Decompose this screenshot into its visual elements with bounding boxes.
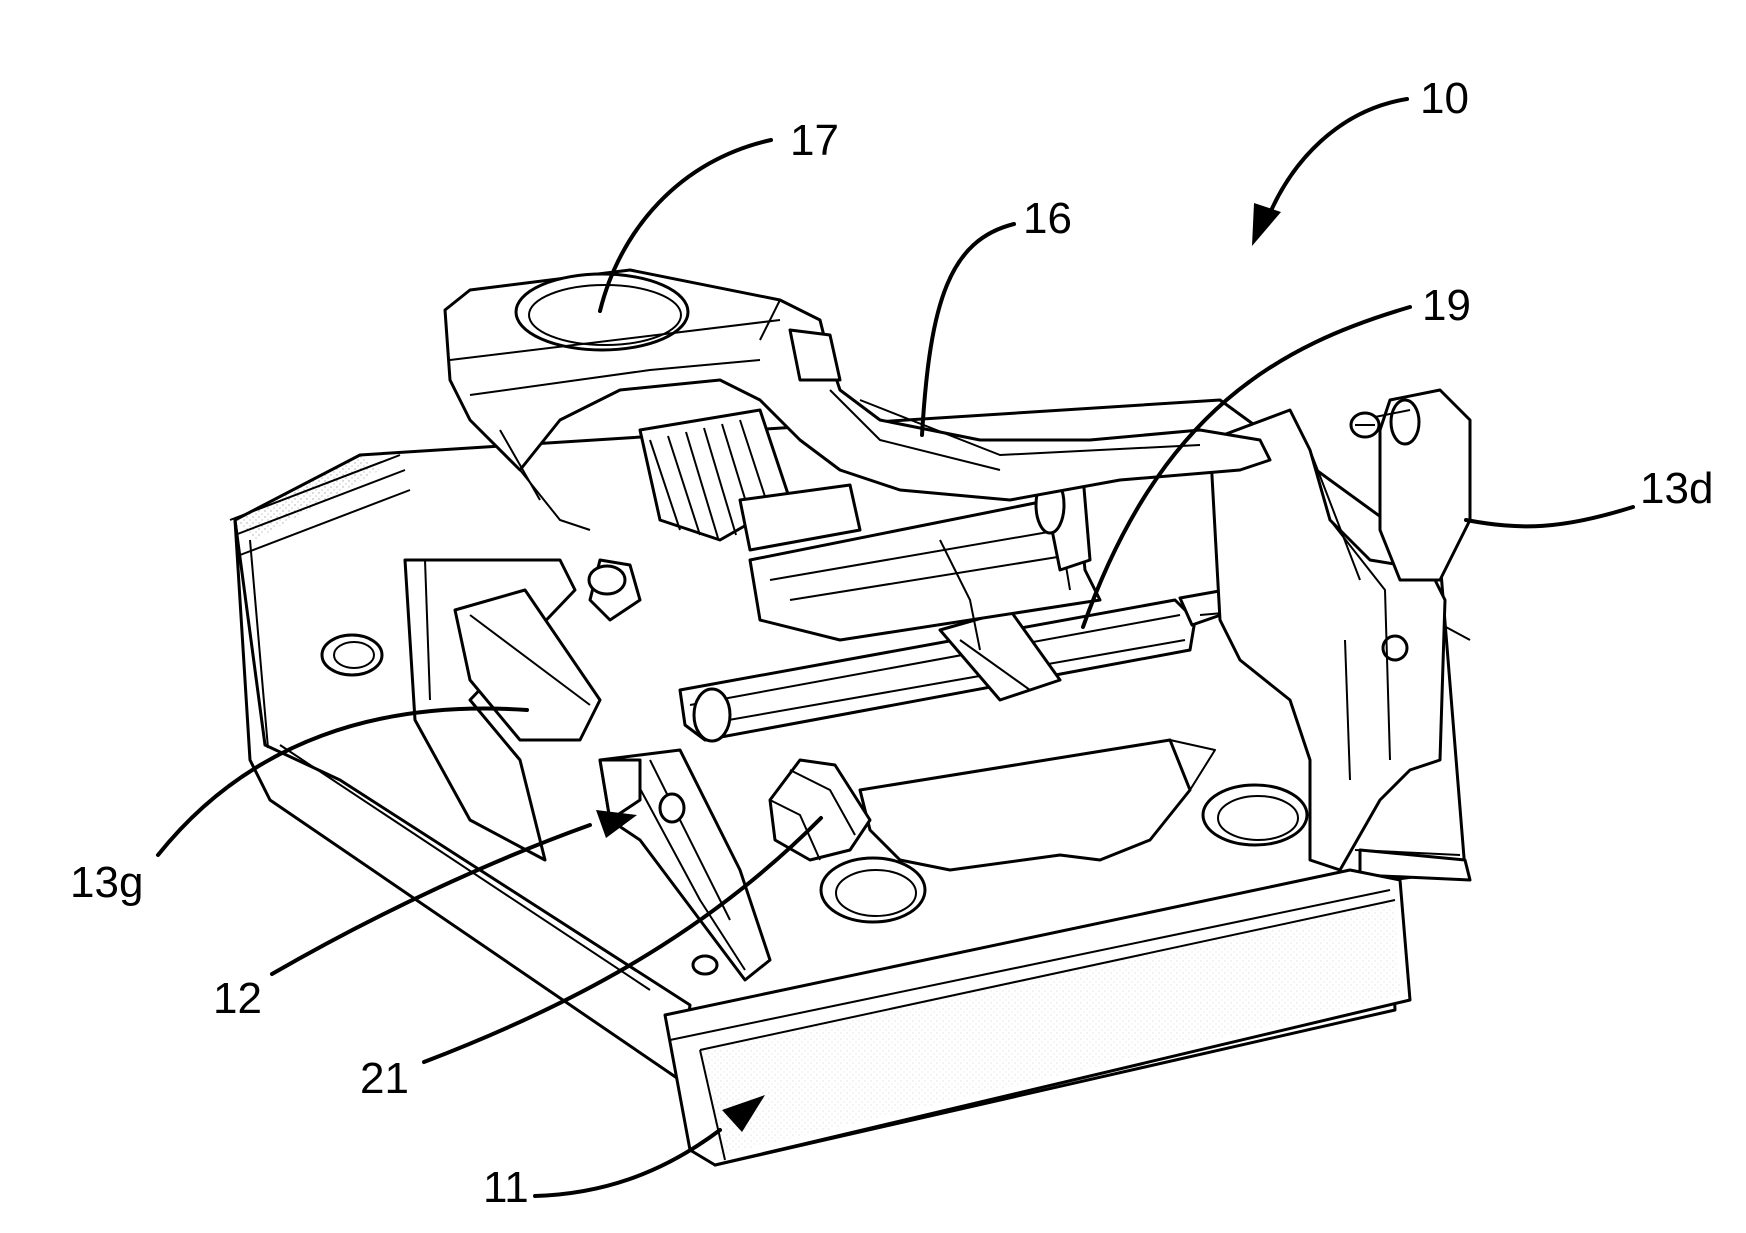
top-plate <box>443 268 1272 531</box>
leader-lines <box>156 97 1635 1198</box>
arrowhead-12 <box>596 810 637 838</box>
ref-label-13d: 13d <box>1640 464 1713 513</box>
left-side-bracket <box>403 558 642 862</box>
ref-label-11: 11 <box>483 1163 529 1212</box>
ref-label-21: 21 <box>360 1054 409 1103</box>
spring-coil <box>638 408 862 552</box>
leader-10 <box>1263 97 1409 227</box>
leader-16 <box>920 222 1016 437</box>
leader-13g <box>156 706 529 857</box>
ref-label-17: 17 <box>790 116 839 165</box>
right-side-bracket <box>1208 388 1472 872</box>
leader-19 <box>1081 305 1412 629</box>
adjust-pin <box>1349 411 1381 439</box>
arrowhead-11 <box>722 1095 765 1132</box>
reference-labels: 10 17 16 19 13d 13g 12 21 11 <box>70 74 1713 1212</box>
ref-label-10: 10 <box>1420 74 1469 123</box>
arrowhead-10 <box>1252 203 1281 246</box>
ref-label-12: 12 <box>213 974 262 1023</box>
cam-lobe <box>768 758 872 862</box>
ref-label-13g: 13g <box>70 858 143 907</box>
ref-label-16: 16 <box>1023 194 1072 243</box>
leader-13d <box>1464 505 1635 529</box>
leader-21 <box>422 816 823 1064</box>
ref-label-19: 19 <box>1422 281 1471 330</box>
leader-11 <box>533 1128 722 1198</box>
leader-17 <box>598 138 773 313</box>
locking-hook <box>598 748 772 982</box>
leader-12 <box>270 823 592 976</box>
front-handle <box>663 868 1412 1167</box>
